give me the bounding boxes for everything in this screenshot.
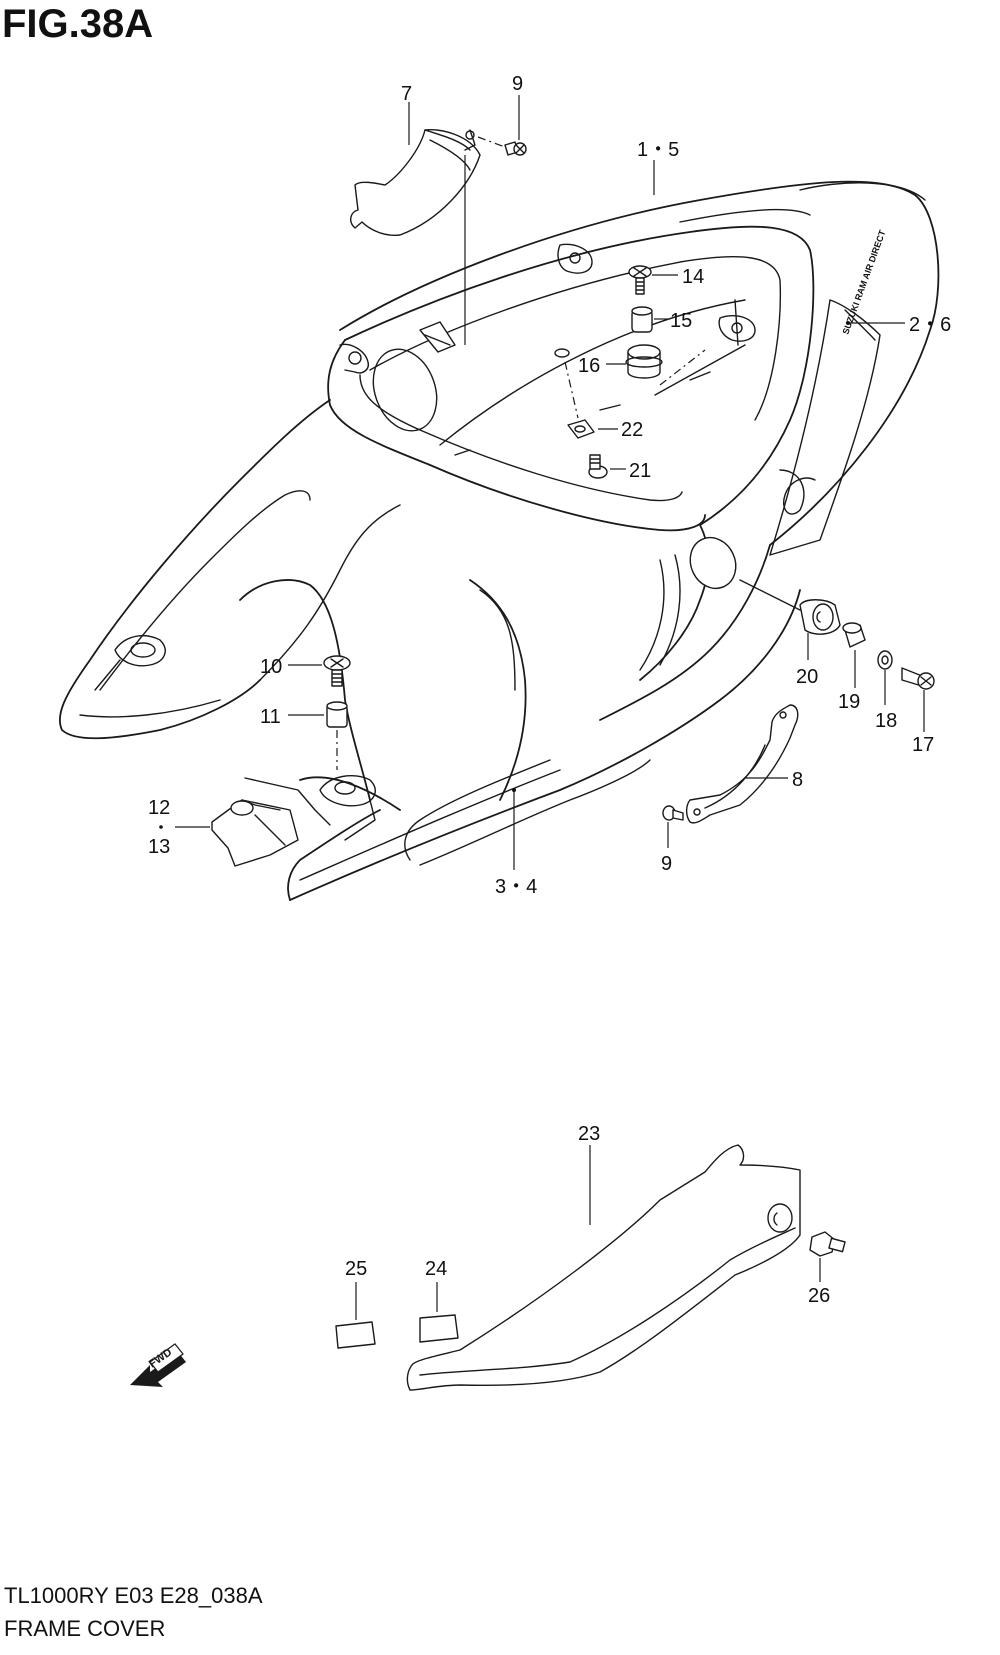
callout-10: 10 <box>260 656 282 678</box>
callout-16: 16 <box>578 355 600 377</box>
part-8-bracket <box>685 704 799 824</box>
section-name: FRAME COVER <box>4 1616 166 1641</box>
callout-7: 7 <box>401 83 412 105</box>
part-10-screw <box>288 655 351 687</box>
callout-20: 20 <box>796 666 818 688</box>
callout-25: 25 <box>345 1258 367 1280</box>
part-15-collar <box>631 306 668 333</box>
callout-23: 23 <box>578 1123 600 1145</box>
part-7-bracket <box>350 128 481 237</box>
part-22-nut <box>554 348 618 439</box>
callout-9-bottom: 9 <box>661 853 672 875</box>
part-19-collar <box>842 622 866 688</box>
callout-8: 8 <box>792 769 803 791</box>
callout-12: 12 <box>148 797 170 819</box>
callout-13: 13 <box>148 836 170 858</box>
callout-9-top: 9 <box>512 73 523 95</box>
callout-26: 26 <box>808 1285 830 1307</box>
callout-21: 21 <box>629 460 651 482</box>
part-11-collar <box>288 701 348 770</box>
part-20-grommet <box>739 579 841 660</box>
callout-11: 11 <box>260 706 281 728</box>
model-code: TL1000RY E03 E28_038A <box>4 1583 263 1608</box>
seat-tail-cover: SUZUKI RAM AIR DIRECT <box>58 180 940 901</box>
callout-15: 15 <box>670 310 692 332</box>
callout-17: 17 <box>912 734 934 756</box>
figure-title: FIG.38A <box>2 2 154 46</box>
callout-24: 24 <box>425 1258 447 1280</box>
part-16-grommet <box>606 344 663 379</box>
part-25-pad <box>335 1282 376 1349</box>
callout-19: 19 <box>838 691 860 713</box>
part-9-screw-bottom <box>662 805 684 848</box>
callout-18: 18 <box>875 710 897 732</box>
part-23-side-cover <box>406 1144 801 1391</box>
part-9-screw-top <box>477 95 527 156</box>
callout-14: 14 <box>682 266 704 288</box>
callout-2-6: 2・6 <box>909 314 951 336</box>
callout-22: 22 <box>621 419 643 441</box>
callout-1-5: 1・5 <box>637 139 679 161</box>
part-18-washer <box>877 650 893 705</box>
decal-text: SUZUKI RAM AIR DIRECT <box>840 228 887 335</box>
part-21-bolt <box>588 454 626 479</box>
callout-labels: 7 9 1・5 14 15 2・6 16 22 21 10 11 12 13 3… <box>148 73 951 1307</box>
part-14-screw <box>628 265 678 295</box>
fwd-arrow-icon: FWD <box>130 1343 186 1387</box>
part-17-screw <box>901 667 935 732</box>
part-24-pad <box>419 1282 459 1343</box>
part-12-13-mount <box>175 777 331 867</box>
part-26-clip <box>809 1231 846 1282</box>
callout-3-4: 3・4 <box>495 876 537 898</box>
